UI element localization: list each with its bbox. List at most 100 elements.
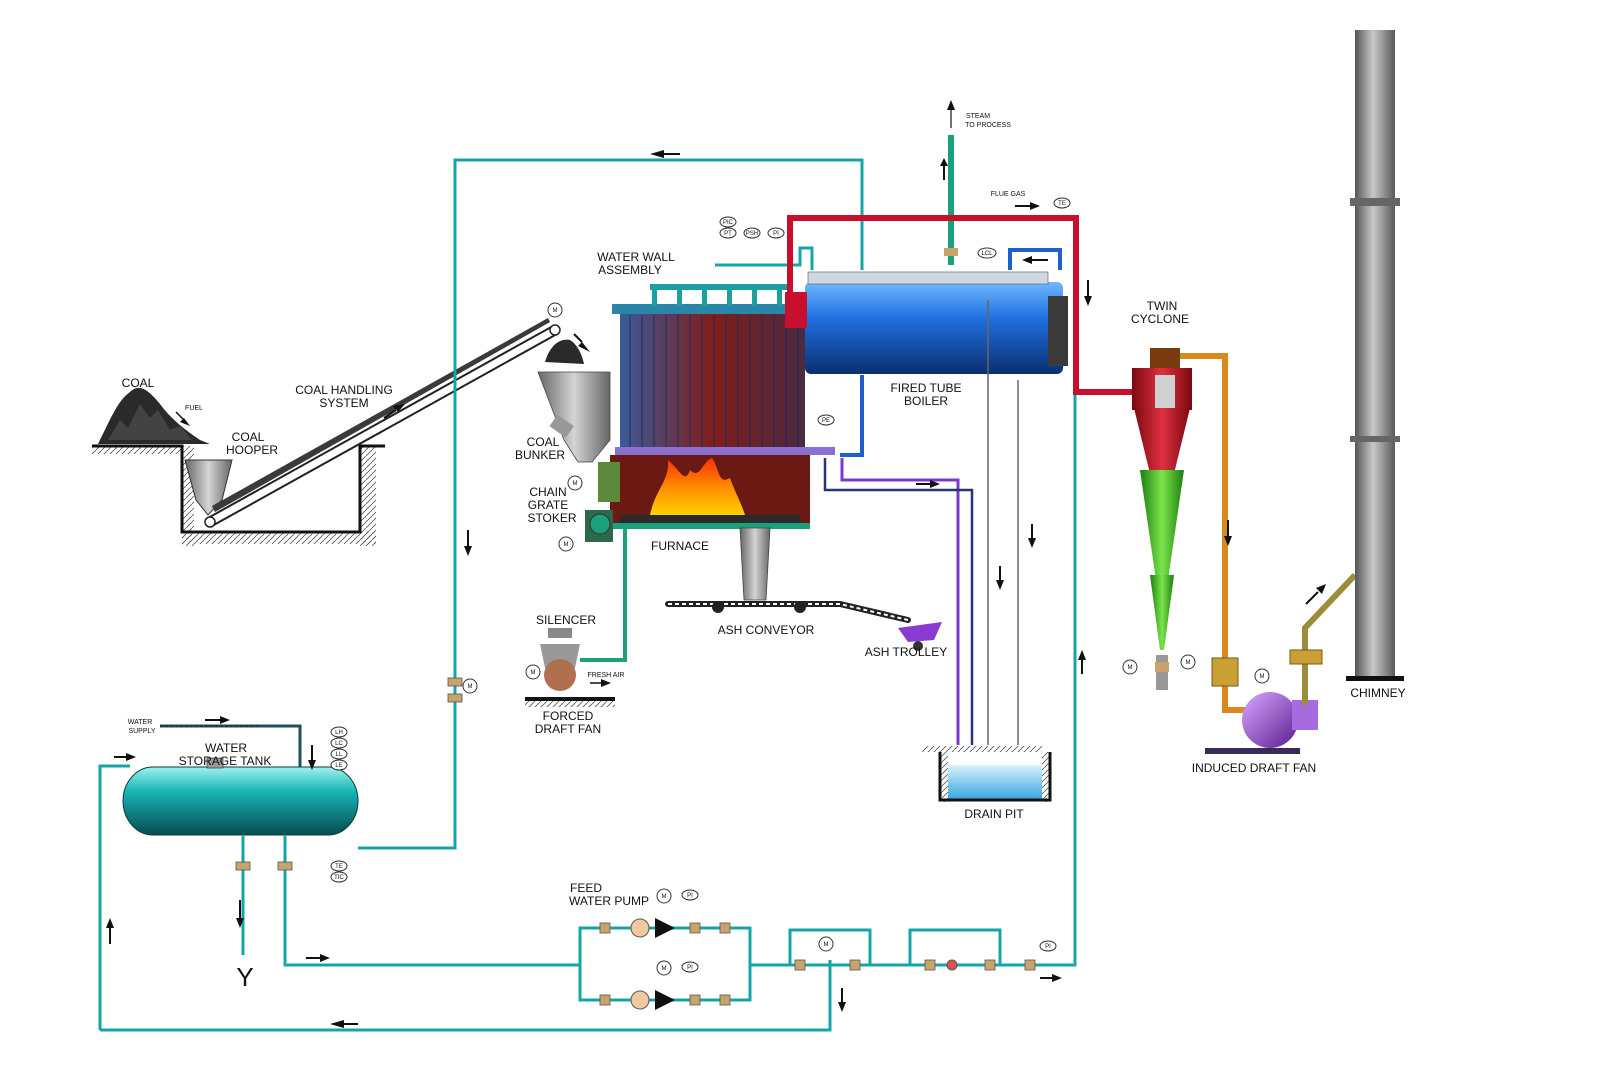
svg-text:M: M <box>564 542 569 548</box>
water-storage-tank <box>122 757 359 836</box>
tag-lc: LC <box>330 737 348 749</box>
furnace <box>610 455 810 529</box>
label-feed-water-1: FEED <box>570 881 602 895</box>
label-coal-bunker-2: BUNKER <box>515 448 565 462</box>
flue-gas-duct <box>787 215 1135 395</box>
motor-symbol-id-fan: M <box>1254 668 1270 684</box>
label-cyclone: CYCLONE <box>1131 312 1189 326</box>
motor-symbol-conveyor: M <box>547 302 563 318</box>
svg-text:PI: PI <box>687 965 693 971</box>
motor-symbol-stoker: M <box>558 536 574 552</box>
bottom-return-line <box>100 960 832 1032</box>
tag-pe: PE <box>817 414 835 426</box>
instrument-header <box>715 246 814 270</box>
twin-cyclone <box>1132 348 1192 690</box>
label-water-wall-1: WATER WALL <box>597 250 675 264</box>
label-fresh-air: FRESH AIR <box>588 672 625 679</box>
svg-text:LL: LL <box>336 752 343 758</box>
label-induced-draft: INDUCED DRAFT FAN <box>1192 761 1316 775</box>
label-coal-hooper-1: COAL <box>232 430 265 444</box>
motor-symbol-fd-fan: M <box>525 664 541 680</box>
label-forced-draft-2: DRAFT FAN <box>535 722 601 736</box>
strainer <box>946 959 958 971</box>
feed-water-pump-2 <box>630 990 675 1010</box>
tag-pi-pump-1: PI <box>681 889 699 901</box>
svg-text:M: M <box>573 481 578 487</box>
label-outlet-y: Y <box>236 962 253 992</box>
chimney <box>1346 30 1404 681</box>
tag-lcl: LCL <box>977 247 997 259</box>
tag-pt: PT <box>719 227 737 239</box>
svg-text:M: M <box>531 670 536 676</box>
label-water-storage-2: STORAGE TANK <box>179 754 272 768</box>
svg-text:PI: PI <box>687 893 693 899</box>
label-water-wall-2: ASSEMBLY <box>598 263 662 277</box>
return-line-left <box>98 764 130 1030</box>
flow-arrows <box>106 100 1326 1028</box>
tag-tic: TIC <box>330 871 348 883</box>
label-water-storage-1: WATER <box>205 741 247 755</box>
svg-text:M: M <box>468 684 473 690</box>
svg-text:LE: LE <box>335 763 342 769</box>
tank-outlet-line <box>283 835 580 967</box>
label-to-process: TO PROCESS <box>965 122 1011 129</box>
svg-text:PI: PI <box>773 231 779 237</box>
motor-symbol-makeup: M <box>462 678 478 694</box>
tag-te-tank: TE <box>330 860 348 872</box>
tag-psh: PSH <box>743 227 761 239</box>
svg-text:TE: TE <box>335 864 343 870</box>
svg-text:M: M <box>1260 674 1265 680</box>
tag-le: LE <box>330 759 348 771</box>
tag-pi-pump-2: PI <box>681 961 699 973</box>
label-ash-conveyor: ASH CONVEYOR <box>718 623 815 637</box>
steam-outlet <box>944 135 958 265</box>
svg-text:LH: LH <box>335 730 343 736</box>
label-steam: STEAM <box>966 113 990 120</box>
id-fan-to-chimney <box>1302 572 1358 705</box>
label-flue-gas: FLUE GAS <box>991 191 1026 198</box>
tag-pic: PIC <box>719 216 737 228</box>
label-coal-hooper-2: HOOPER <box>226 443 278 457</box>
svg-text:PT: PT <box>724 231 732 237</box>
chimney-damper <box>1289 649 1323 665</box>
ash-chute <box>739 527 771 601</box>
fd-air-duct <box>580 525 627 662</box>
motor-symbol-damper: M <box>1180 654 1196 670</box>
fired-tube-boiler <box>785 271 1068 374</box>
tag-te-flue: TE <box>1053 197 1071 209</box>
cyclone-outlet-duct <box>1180 353 1250 713</box>
induced-draft-fan <box>1205 692 1318 754</box>
forced-draft-fan <box>525 628 615 707</box>
furnace-header <box>615 447 835 455</box>
feed-water-pump-1 <box>630 918 675 938</box>
label-feed-water-2: WATER PUMP <box>569 894 649 908</box>
drain-lines <box>823 300 1019 745</box>
svg-text:M: M <box>1128 665 1133 671</box>
svg-text:M: M <box>1186 660 1191 666</box>
svg-text:M: M <box>662 894 667 900</box>
label-silencer: SILENCER <box>536 613 596 627</box>
label-chimney: CHIMNEY <box>1350 686 1405 700</box>
svg-text:PIC: PIC <box>723 220 734 226</box>
ash-trolley <box>898 622 942 651</box>
label-twin: TWIN <box>1147 299 1178 313</box>
motor-symbol-valve: M <box>818 936 834 952</box>
tag-ll: LL <box>330 748 348 760</box>
label-chain-2: GRATE <box>528 498 568 512</box>
water-supply-line <box>160 724 302 767</box>
boiler-blow-down <box>840 375 864 457</box>
svg-text:TIC: TIC <box>334 875 344 881</box>
svg-text:PE: PE <box>822 418 830 424</box>
svg-text:LC: LC <box>335 741 343 747</box>
label-coal-bunker-1: COAL <box>527 435 560 449</box>
label-forced-draft-1: FORCED <box>543 709 594 723</box>
coal-drop-pile <box>545 339 584 364</box>
motor-symbol-pump-2: M <box>656 960 672 976</box>
label-fuel: FUEL <box>185 405 203 412</box>
svg-text:M: M <box>824 942 829 948</box>
label-chain-3: STOKER <box>527 511 576 525</box>
drain-pit <box>922 746 1052 802</box>
instrument-bubbles: M M M M M M M M M M M PIC PT PSH PI PE L… <box>330 197 1270 976</box>
